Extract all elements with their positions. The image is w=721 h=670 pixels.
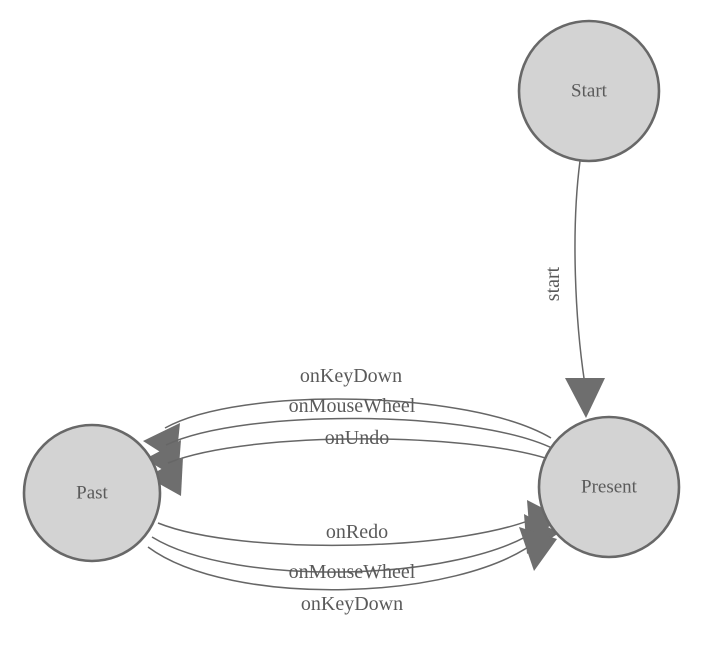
edge-path-q2p-3 bbox=[147, 539, 539, 591]
node-present-label: Present bbox=[581, 476, 638, 497]
edge-path-q2p-1 bbox=[157, 513, 545, 547]
edge-present-to-past-onundo[interactable] bbox=[147, 438, 558, 496]
node-start-label: Start bbox=[571, 80, 608, 101]
edge-label-present-to-past-onundo: onUndo bbox=[325, 427, 389, 449]
node-past-label: Past bbox=[76, 482, 108, 503]
edge-path-p2p-3 bbox=[167, 438, 558, 464]
edge-start-to-present[interactable] bbox=[565, 160, 605, 418]
edge-path-q2p-2 bbox=[151, 527, 541, 573]
edge-label-past-to-present-onmousewheel: onMouseWheel bbox=[289, 561, 416, 583]
node-past-circle bbox=[22, 423, 162, 563]
node-start-circle bbox=[517, 19, 661, 163]
node-start[interactable]: Start bbox=[517, 19, 661, 163]
arrowhead-start bbox=[565, 378, 605, 418]
edge-label-present-to-past-onkeydown: onKeyDown bbox=[300, 365, 402, 387]
node-past[interactable]: Past bbox=[22, 423, 162, 563]
edge-path-p2p-2 bbox=[165, 417, 555, 450]
edge-path-start bbox=[574, 160, 586, 386]
edge-label-past-to-present-onredo: onRedo bbox=[326, 521, 388, 543]
arrowhead-q2p-3 bbox=[519, 527, 557, 571]
node-present[interactable]: Present bbox=[537, 415, 681, 559]
edge-label-start: start bbox=[542, 266, 564, 301]
edge-label-past-to-present-onkeydown: onKeyDown bbox=[301, 593, 403, 615]
arrowhead-p2p-3 bbox=[147, 457, 183, 496]
edge-past-to-present-onkeydown[interactable] bbox=[147, 527, 557, 591]
edge-path-p2p-1 bbox=[164, 398, 552, 439]
edge-label-present-to-past-onmousewheel: onMouseWheel bbox=[289, 395, 416, 417]
node-present-circle bbox=[537, 415, 681, 559]
